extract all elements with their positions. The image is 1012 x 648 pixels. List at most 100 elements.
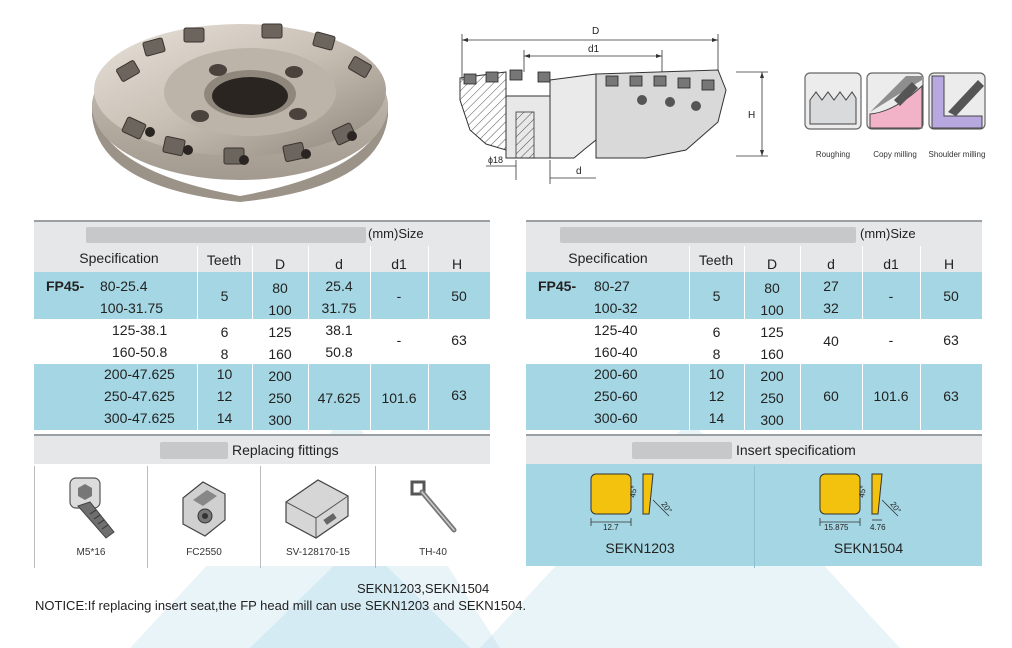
group-1	[34, 272, 490, 320]
D-cell: 250	[760, 390, 784, 406]
teeth-cell: 10	[708, 366, 725, 382]
col-d1: d1	[391, 256, 407, 272]
group-2	[34, 320, 490, 364]
col-teeth: Teeth	[698, 252, 734, 268]
spec-prefix: FP45-	[46, 278, 85, 294]
d1-cell: -	[396, 332, 402, 348]
d-cell: 50.8	[325, 344, 353, 360]
insert-sekn1203-drawing: 12.7 45° 20°	[590, 473, 674, 532]
col-H: H	[943, 256, 955, 272]
insert-item: 15.875 4.76 45° 20° SEKN1504	[754, 466, 982, 568]
col-specification: Specification	[79, 250, 159, 266]
spec-cell: 200-60	[594, 366, 638, 382]
spec-prefix: FP45-	[538, 278, 577, 294]
op-label-roughing: Roughing	[815, 150, 851, 159]
d-cell: 60	[823, 388, 839, 404]
D-cell: 250	[268, 390, 292, 406]
H-cell: 50	[943, 288, 959, 304]
roughing-icon	[804, 72, 862, 130]
panel-title: Insert specificatiom	[526, 436, 982, 464]
insert-clearance: 20°	[888, 500, 902, 515]
copy-milling-icon	[866, 72, 924, 130]
section-drawing: D d1 H ɸ18 d	[459, 26, 768, 184]
H-cell: 50	[451, 288, 467, 304]
roughing-op: Roughing	[804, 72, 862, 159]
group-2	[526, 320, 982, 364]
spec-cell: 100-32	[594, 300, 638, 316]
insert-name: SEKN1504	[833, 540, 904, 556]
col-D: D	[274, 256, 286, 272]
spec-cell: 100-31.75	[100, 300, 164, 316]
screw-icon	[69, 477, 115, 539]
group-3	[34, 364, 490, 430]
insert-item: 12.7 45° 20° SEKN1203	[526, 466, 754, 568]
insert-width: 15.875	[824, 523, 849, 532]
D-cell: 300	[760, 412, 784, 428]
d-cell: 40	[823, 333, 839, 349]
spec-cell: 250-47.625	[104, 388, 175, 404]
d1-cell: -	[888, 332, 894, 348]
table-caption: (mm)Size	[526, 222, 982, 246]
d-cell: 47.625	[317, 390, 361, 406]
fitting-item: M5*16	[34, 466, 147, 568]
inserts-title: Insert specificatiom	[736, 442, 856, 458]
spec-cell: 125-40	[594, 322, 638, 338]
fitting-label: SV-128170-15	[286, 547, 350, 558]
col-d: d	[827, 256, 835, 272]
teeth-cell: 5	[220, 288, 229, 304]
col-teeth: Teeth	[206, 252, 242, 268]
spec-cell: 80-27	[594, 278, 630, 294]
D-cell: 80	[272, 280, 288, 296]
teeth-cell: 14	[708, 410, 725, 426]
d-cell: 38.1	[325, 322, 353, 338]
d1-cell: -	[396, 288, 402, 304]
dim-D: D	[592, 26, 599, 37]
H-cell: 63	[943, 388, 959, 404]
teeth-cell: 5	[712, 288, 721, 304]
d1-cell: 101.6	[381, 390, 417, 406]
insert-specification-panel: Insert specificatiom 12.7 45° 20° SEKN12…	[526, 434, 982, 568]
H-cell: 63	[943, 332, 959, 348]
D-cell: 100	[268, 302, 292, 318]
H-cell: 63	[451, 387, 467, 403]
redacted-text	[160, 442, 228, 459]
D-cell: 160	[760, 346, 784, 362]
spec-cell: 250-60	[594, 388, 638, 404]
caption-size: (mm)Size	[860, 226, 916, 241]
D-cell: 80	[764, 280, 780, 296]
spec-table-right: (mm)Size Specification Teeth D d d1 H FP…	[526, 220, 982, 430]
teeth-cell: 14	[216, 410, 233, 426]
D-cell: 200	[760, 368, 784, 384]
redacted-text	[560, 227, 856, 243]
insert-thickness: 4.76	[870, 523, 886, 532]
dim-H: H	[748, 110, 755, 121]
teeth-cell: 6	[712, 324, 721, 340]
panel-title: Replacing fittings	[34, 436, 490, 464]
spec-cell: 160-40	[594, 344, 638, 360]
d1-cell: -	[888, 288, 894, 304]
copy-milling-op: Copy milling	[866, 72, 924, 159]
group-1	[526, 272, 982, 320]
insert-angle: 45°	[857, 485, 868, 498]
D-cell: 160	[268, 346, 292, 362]
spec-cell: 200-47.625	[104, 366, 175, 382]
notice-text: NOTICE:If replacing insert seat,the FP h…	[35, 598, 527, 613]
replacing-fittings-panel: Replacing fittings M5*16 FC2550 SV-12817…	[34, 434, 490, 568]
fitting-label: FC2550	[186, 547, 222, 558]
op-label-shoulder-milling: Shoulder milling	[928, 150, 986, 159]
notice-insert-models: SEKN1203,SEKN1504	[357, 581, 490, 596]
teeth-cell: 10	[216, 366, 233, 382]
D-cell: 300	[268, 412, 292, 428]
teeth-cell: 6	[220, 324, 229, 340]
teeth-cell: 12	[708, 388, 725, 404]
shoulder-milling-icon	[928, 72, 986, 130]
spec-cell: 300-47.625	[104, 410, 175, 426]
dim-d: d	[576, 166, 582, 177]
caption-size: (mm)Size	[368, 226, 424, 241]
d1-cell: 101.6	[873, 388, 909, 404]
fittings-title: Replacing fittings	[232, 442, 339, 458]
fitting-item: FC2550	[147, 466, 260, 568]
wrench-icon	[410, 480, 457, 533]
col-d: d	[335, 256, 343, 272]
fitting-label: TH-40	[419, 547, 447, 558]
